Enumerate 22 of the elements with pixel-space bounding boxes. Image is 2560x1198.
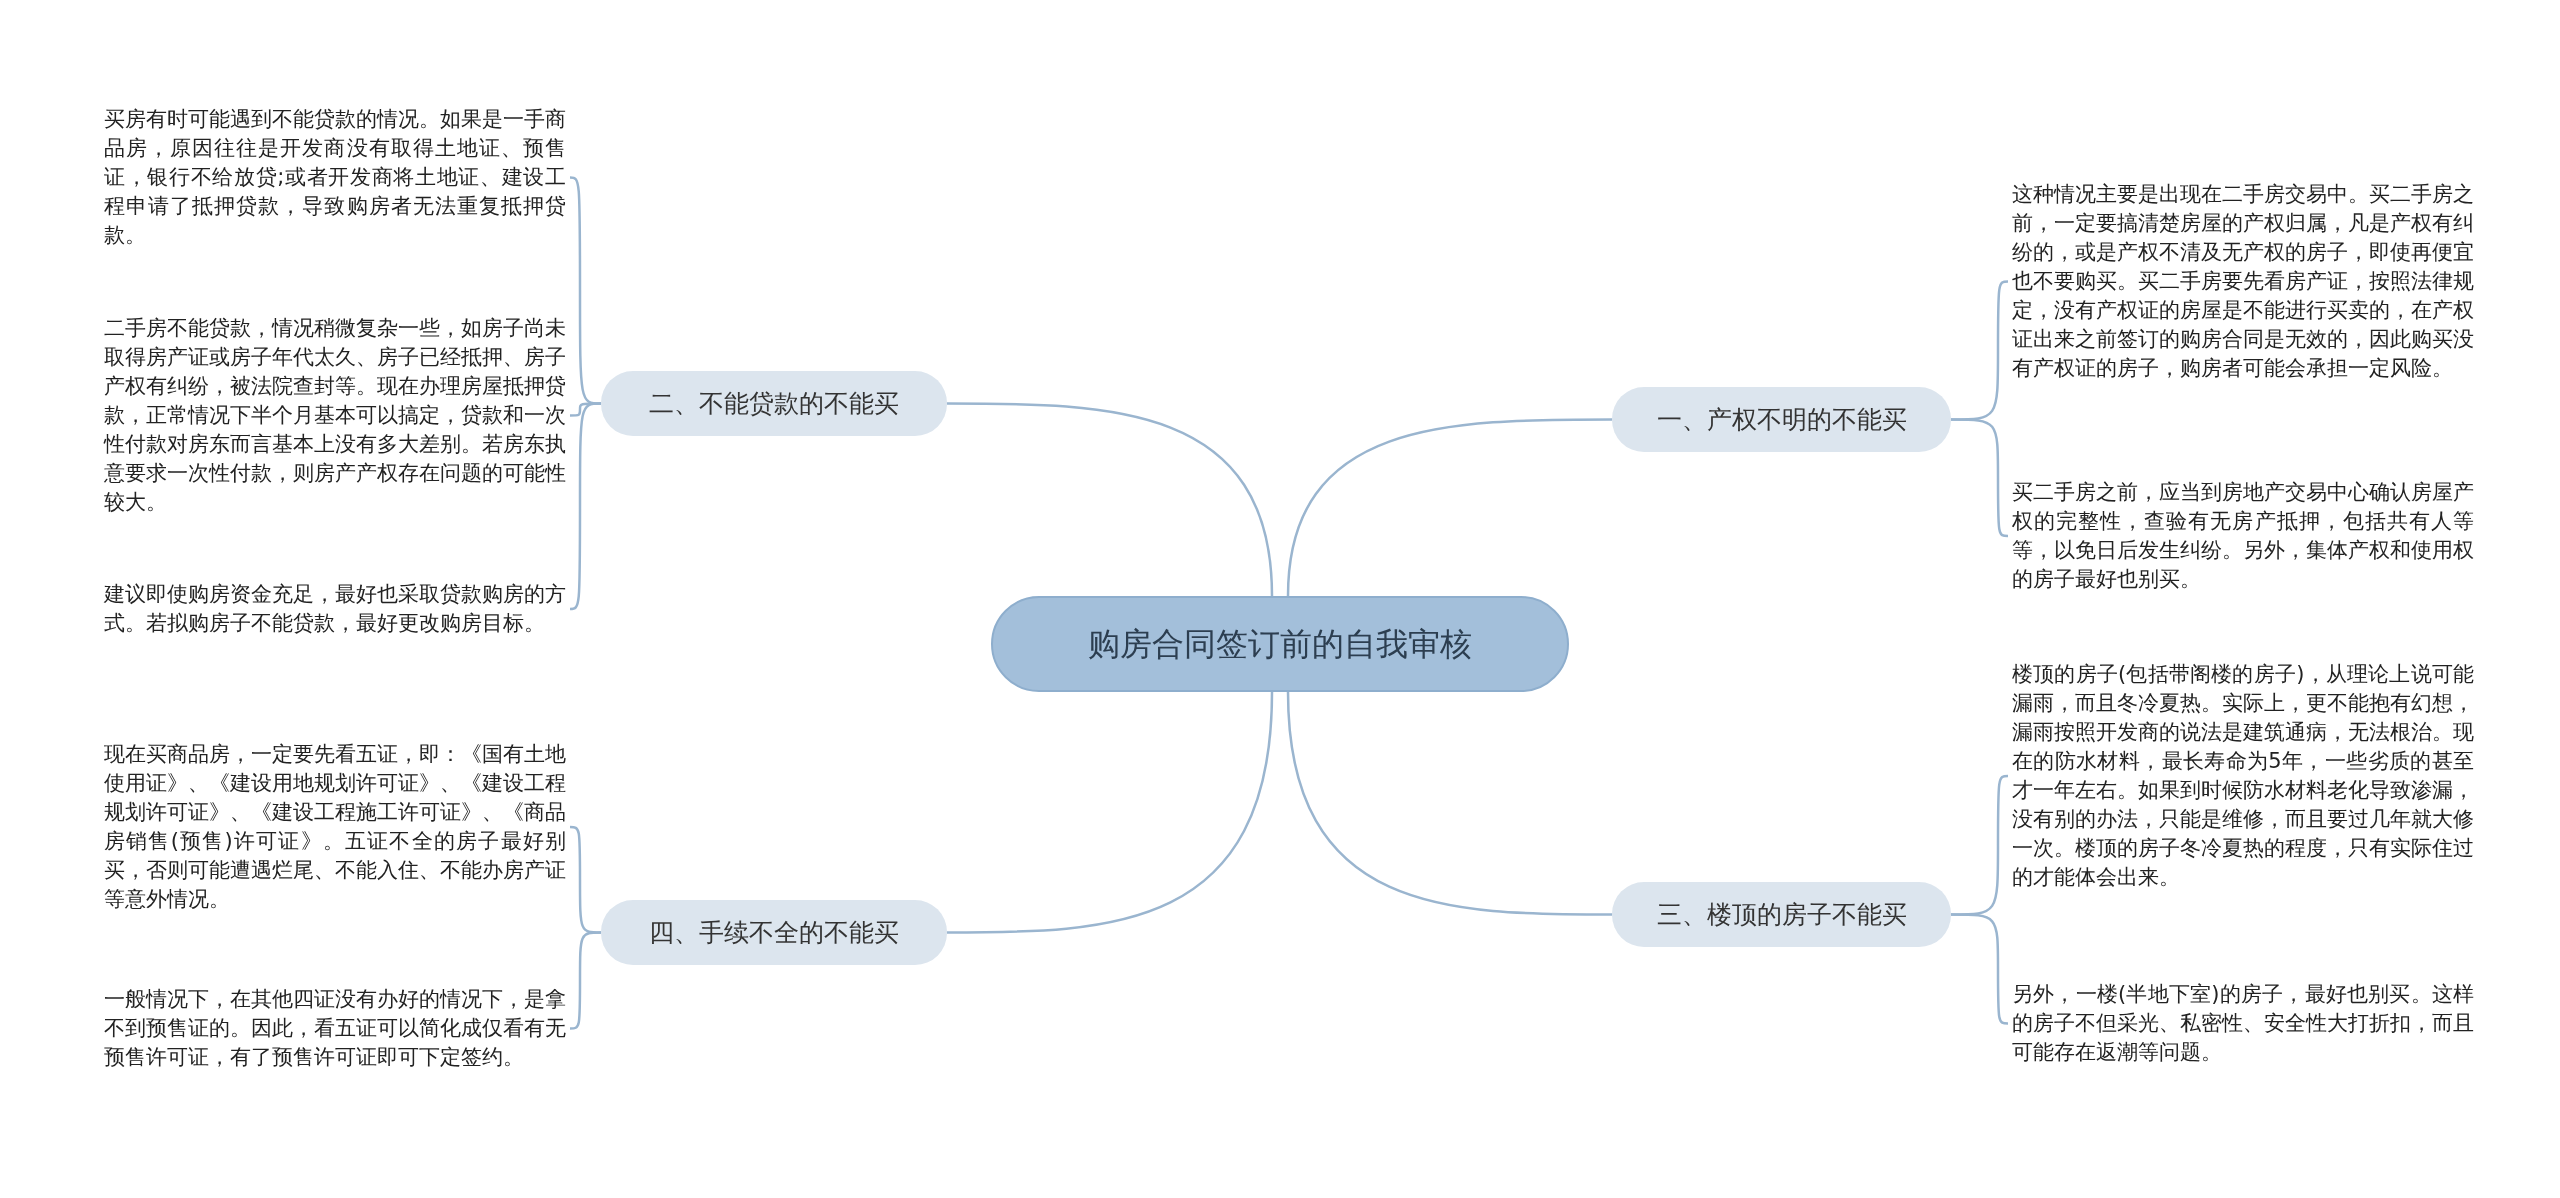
note-text: 买二手房之前，应当到房地产交易中心确认房屋产权的完整性，查验有无房产抵押，包括共有人等等，以免日后发生纠纷。另外，集体产权和使用权的房子最好也别买。 (2012, 478, 2474, 594)
connector-line (947, 402, 1274, 597)
connector-line (1286, 691, 1612, 916)
note-text: 买房有时可能遇到不能贷款的情况。如果是一手商品房，原因往往是开发商没有取得土地证、预售证，银行不给放贷;或者开发商将土地证、建设工程申请了抵押贷款，导致购房者无法重复抵押贷款。 (104, 105, 566, 250)
note-text: 建议即使购房资金充足，最好也采取贷款购房的方式。若拟购房子不能贷款，最好更改购房目标。 (104, 580, 566, 638)
central-topic: 购房合同签订前的自我审核 (991, 596, 1569, 692)
branch-topic: 一、产权不明的不能买 (1612, 387, 1951, 452)
note-text: 二手房不能贷款，情况稍微复杂一些，如房子尚未取得房产证或房子年代太久、房子已经抵押、房子产权有纠纷，被法院查封等。现在办理房屋抵押贷款，正常情况下半个月基本可以搞定，贷款和一次性付款对房东而言基本上没有多大差别。若房东执意要求一次性付款，则房产产权存在问题的可能性较大。 (104, 314, 566, 517)
connector-line (1951, 418, 2009, 538)
note-text: 另外，一楼(半地下室)的房子，最好也别买。这样的房子不但采光、私密性、安全性大打折扣，而且可能存在返潮等问题。 (2012, 980, 2474, 1067)
connector-line (1951, 913, 2009, 1025)
branch-topic: 四、手续不全的不能买 (601, 900, 947, 965)
note-text: 这种情况主要是出现在二手房交易中。买二手房之前，一定要搞清楚房屋的产权归属，凡是产权有纠纷的，或是产权不清及无产权的房子，即使再便宜也不要购买。买二手房要先看房产证，按照法律规定，没有产权证的房屋是不能进行买卖的，在产权证出来之前签订的购房合同是无效的，因此购买没有产权证的房子，购房者可能会承担一定风险。 (2012, 180, 2474, 383)
connector-line (1286, 418, 1612, 597)
connector-line (569, 402, 601, 611)
note-text: 一般情况下，在其他四证没有办好的情况下，是拿不到预售证的。因此，看五证可以简化成仅看有无预售许可证，有了预售许可证即可下定签约。 (104, 985, 566, 1072)
note-text: 楼顶的房子(包括带阁楼的房子)，从理论上说可能漏雨，而且冬冷夏热。实际上，更不能抱有幻想，漏雨按照开发商的说法是建筑通病，无法根治。现在的防水材料，最长寿命为5年，一些劣质的甚至才一年左右。如果到时候防水材料老化导致渗漏，没有别的办法，只能是维修，而且要过几年就大修一次。楼顶的房子冬冷夏热的程度，只有实际住过的才能体会出来。 (2012, 660, 2474, 892)
branch-topic: 二、不能贷款的不能买 (601, 371, 947, 436)
note-text: 现在买商品房，一定要先看五证，即：《国有土地使用证》、《建设用地规划许可证》、《建设工程规划许可证》、《建设工程施工许可证》、《商品房销售(预售)许可证》。五证不全的房子最好别买，否则可能遭遇烂尾、不能入住、不能办房产证等意外情况。 (104, 740, 566, 914)
branch-topic: 三、楼顶的房子不能买 (1612, 882, 1951, 947)
connector-line (947, 691, 1274, 934)
connector-line (569, 931, 601, 1030)
